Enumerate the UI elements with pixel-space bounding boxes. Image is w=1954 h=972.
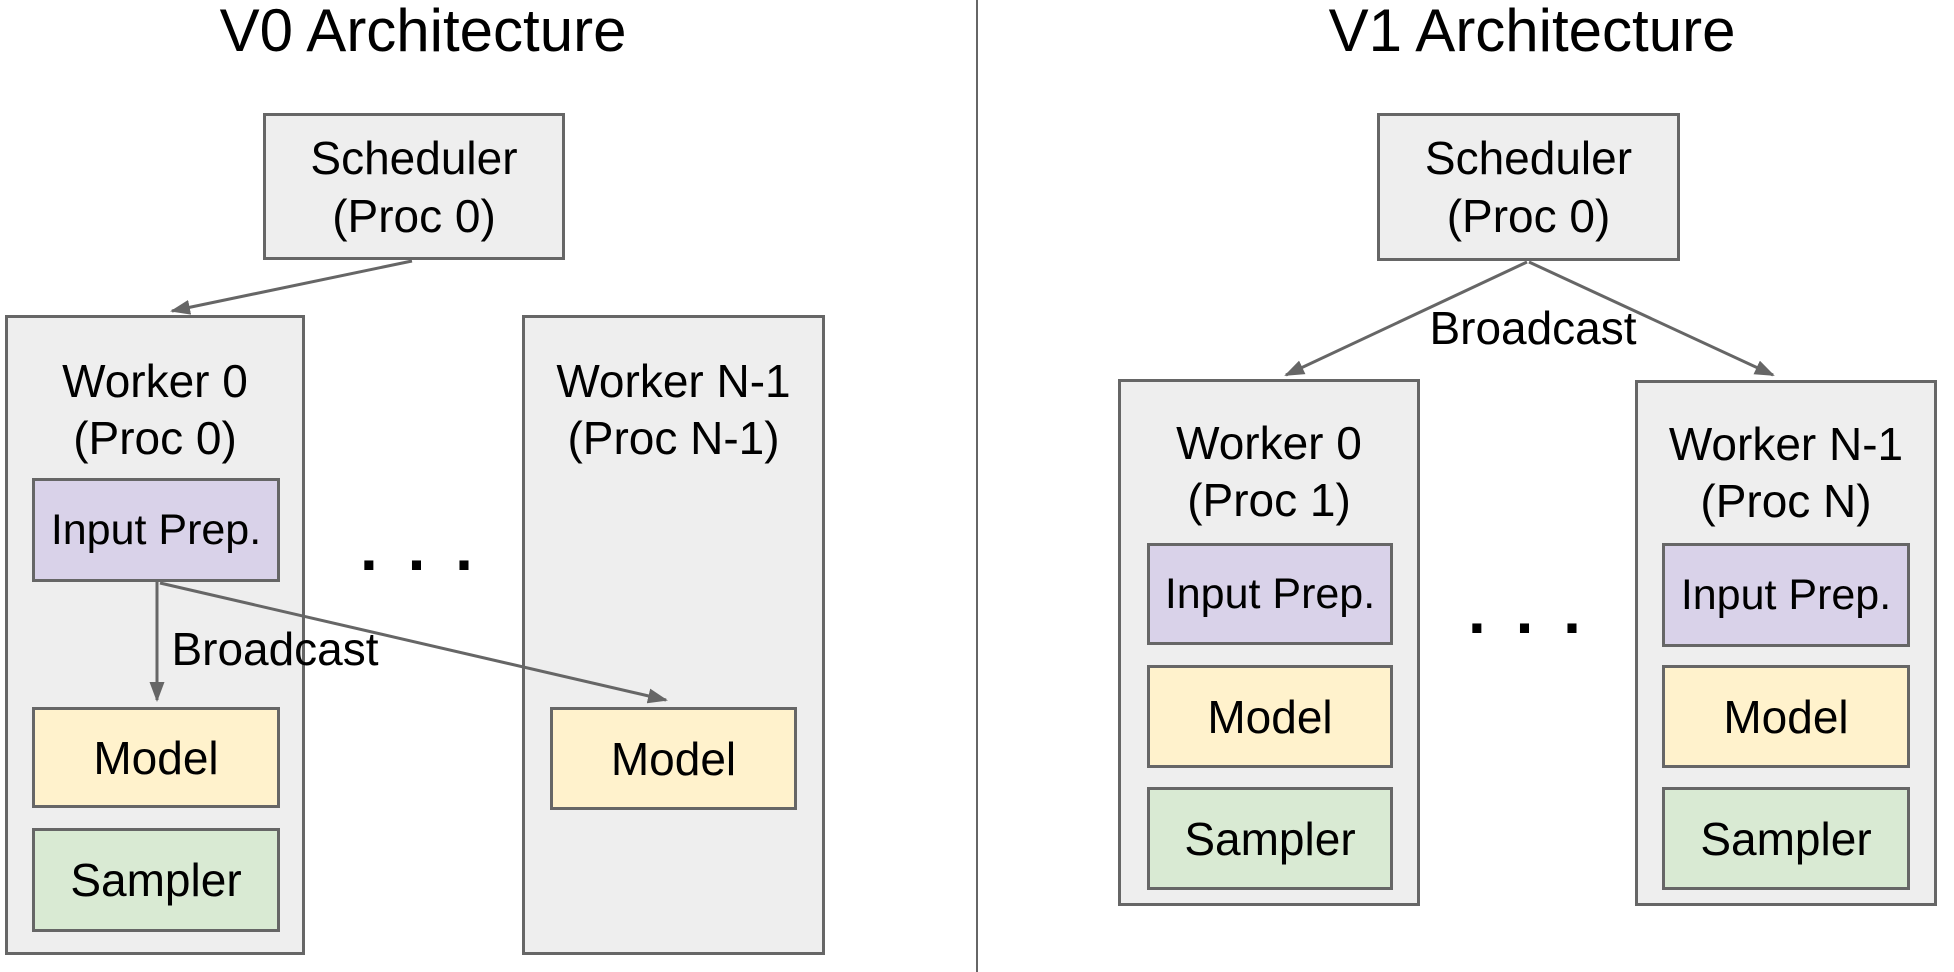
v0-workerN-label-line2: (Proc N-1): [567, 412, 780, 464]
v0-worker0-label-line2: (Proc 0): [73, 412, 237, 464]
v0-worker0-label-line1: Worker 0: [62, 355, 248, 407]
v0-workerN-label-line1: Worker N-1: [556, 355, 791, 407]
v0-worker0-model-box: Model: [32, 707, 280, 808]
v1-worker0-model-box: Model: [1147, 665, 1393, 768]
v0-scheduler-label-line2: (Proc 0): [332, 189, 496, 242]
v1-worker0-label: Worker 0 (Proc 1): [1121, 415, 1417, 529]
v1-scheduler-label-line1: Scheduler: [1424, 132, 1633, 184]
v0-workerN-box: Worker N-1 (Proc N-1): [522, 315, 825, 955]
v1-worker0-label-line2: (Proc 1): [1187, 474, 1351, 526]
v1-workerN-sampler-box: Sampler: [1662, 787, 1910, 890]
v0-ellipsis-dots: . . .: [360, 512, 479, 584]
v1-broadcast-label: Broadcast: [1429, 302, 1637, 354]
v1-workerN-label-line1: Worker N-1: [1668, 418, 1904, 470]
v0-scheduler-box: Scheduler (Proc 0): [263, 113, 565, 260]
v1-worker0-sampler-box: Sampler: [1147, 787, 1393, 890]
panel-divider-line: [976, 0, 978, 972]
v0-workerN-label: Worker N-1 (Proc N-1): [525, 353, 822, 467]
v0-worker0-sampler-box: Sampler: [32, 828, 280, 932]
v0-scheduler-label-line1: Scheduler: [310, 131, 518, 184]
v1-scheduler-box: Scheduler (Proc 0): [1377, 113, 1680, 261]
v1-worker0-label-line1: Worker 0: [1176, 417, 1362, 469]
v1-scheduler-label-line2: (Proc 0): [1446, 190, 1611, 242]
v0-broadcast-label: Broadcast: [171, 623, 379, 675]
v0-worker0-label: Worker 0 (Proc 0): [8, 353, 302, 467]
v0-workerN-model-box: Model: [550, 707, 797, 810]
v0-scheduler-to-worker0-arrow: [170, 259, 413, 315]
v1-workerN-label: Worker N-1 (Proc N): [1638, 416, 1934, 530]
v1-ellipsis-dots: . . .: [1468, 575, 1587, 647]
v1-panel-title: V1 Architecture: [1328, 0, 1736, 64]
v1-workerN-label-line2: (Proc N): [1700, 475, 1872, 527]
v0-panel-title: V0 Architecture: [219, 0, 627, 64]
v1-workerN-input-prep-box: Input Prep.: [1662, 543, 1910, 647]
v0-worker0-input-prep-box: Input Prep.: [32, 478, 280, 582]
v1-worker0-input-prep-box: Input Prep.: [1147, 543, 1393, 645]
v1-workerN-model-box: Model: [1662, 665, 1910, 768]
